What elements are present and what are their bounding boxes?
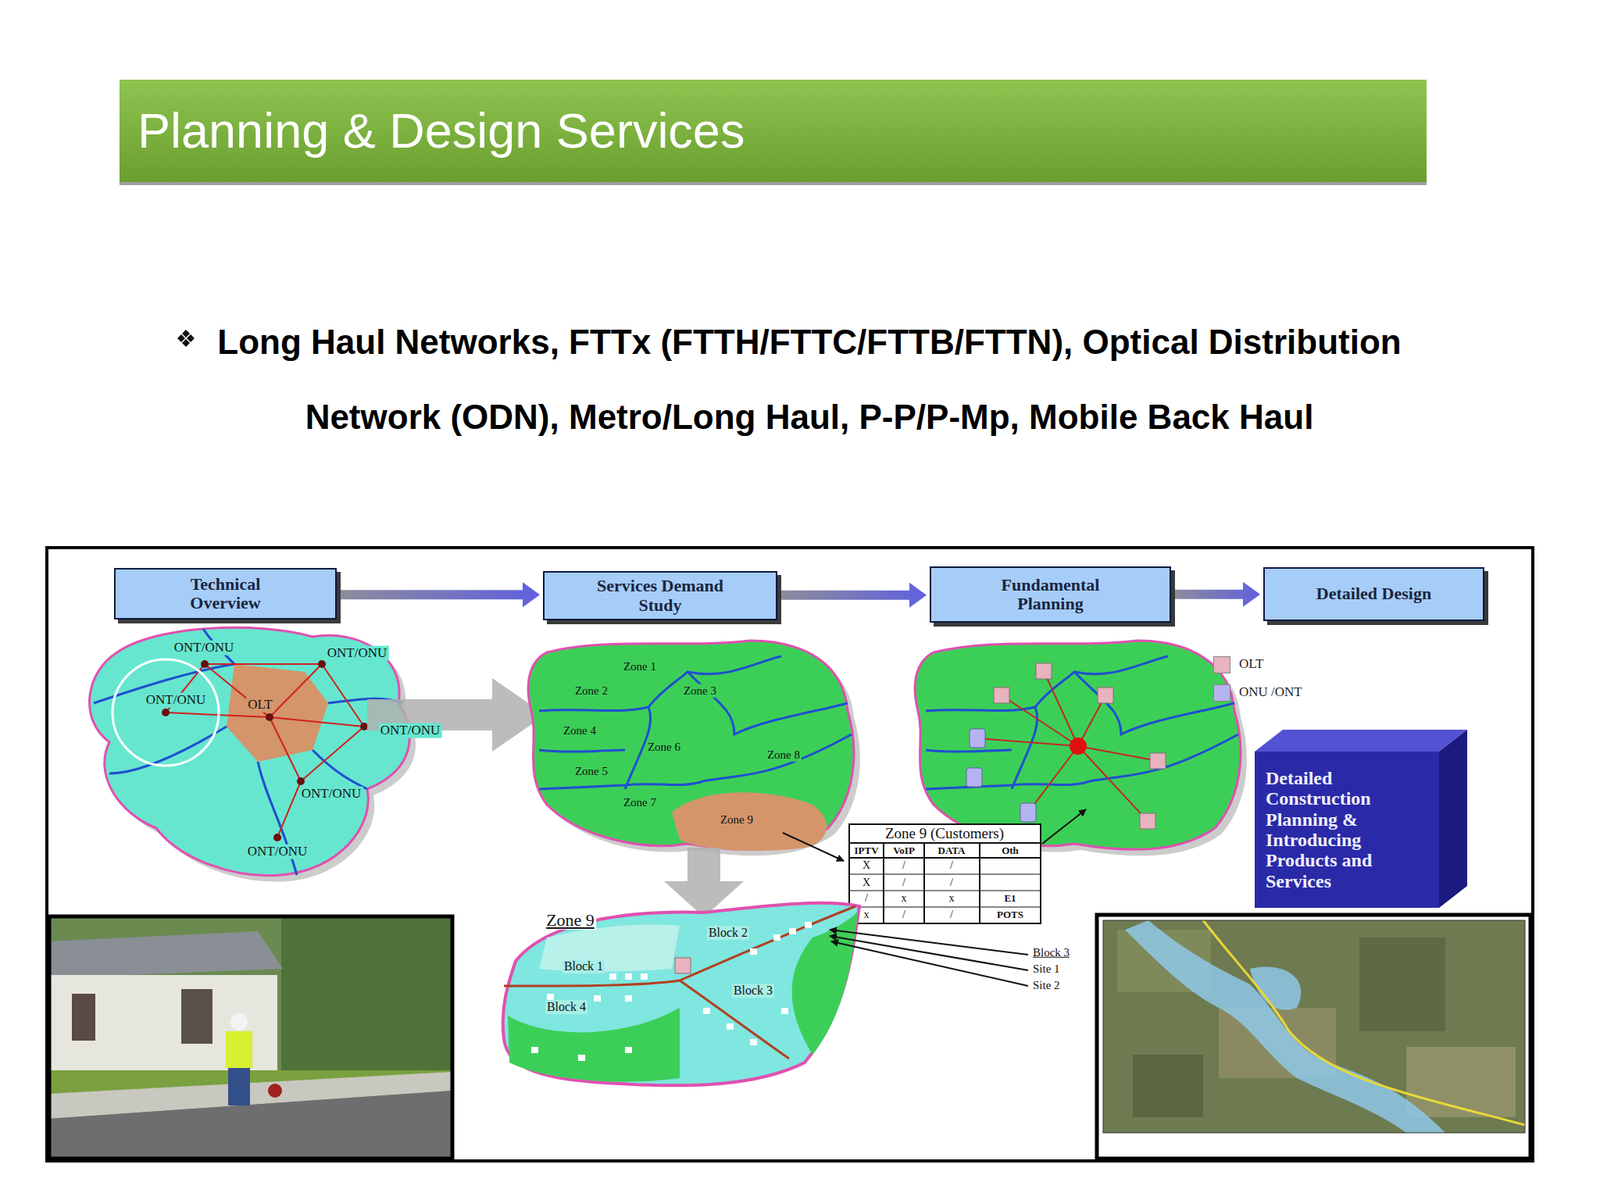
flow-connector <box>339 582 540 608</box>
map-label: X <box>862 859 871 872</box>
box-label: Detailed Design <box>1316 584 1432 604</box>
map-label: Zone 2 <box>573 684 610 698</box>
legend-label: ONU /ONT <box>1239 685 1303 700</box>
map-label: Block 3 <box>1032 946 1070 960</box>
flow-arrow <box>664 847 744 918</box>
map-label: E1 <box>1003 892 1016 904</box>
box-text-group: Fundamental Planning <box>984 575 1118 614</box>
box-label: Fundamental Planning <box>984 575 1118 614</box>
title-bar <box>119 79 1427 183</box>
map-label: / <box>864 892 868 904</box>
map-label: / <box>950 876 954 889</box>
map-label: Block 1 <box>562 959 605 974</box>
box-text-group: Services Demand Study <box>582 576 739 615</box>
box-text-group: Detailed Design <box>1316 584 1432 604</box>
map-label: Zone 7 <box>621 796 658 810</box>
title-bar-rule <box>119 182 1427 186</box>
map-label: ONT/ONU <box>325 646 390 661</box>
map-label: VoIP <box>892 845 915 857</box>
map-label: Zone 4 <box>561 724 598 738</box>
map-label: ONT/ONU <box>378 723 443 739</box>
map-label: Zone 6 <box>646 740 683 754</box>
legend-label: OLT <box>1239 657 1265 672</box>
flow-connector <box>1174 582 1261 608</box>
map-label: / <box>902 908 906 921</box>
site-leader <box>829 929 1029 986</box>
map-label: x <box>949 892 955 904</box>
survey-photo <box>49 916 453 1159</box>
map-label: DATA <box>938 845 966 857</box>
map-label: Zone 1 <box>621 660 658 674</box>
map-label: / <box>902 876 906 889</box>
map-label: / <box>950 908 954 921</box>
map-label: / <box>950 859 954 872</box>
map-label: x <box>901 892 908 904</box>
box-label: Services Demand Study <box>582 576 739 615</box>
flow-connector <box>780 582 927 608</box>
legend-swatch <box>1213 684 1231 702</box>
map-label: OLT <box>246 697 275 713</box>
zone-map <box>528 640 861 856</box>
map-label: x <box>864 908 870 921</box>
leader-arrow <box>782 832 844 861</box>
map-label: Zone 3 <box>682 684 718 698</box>
zone-detail-map <box>503 903 860 1086</box>
cube-shape <box>1254 729 1468 908</box>
map-label: ONT/ONU <box>300 786 364 802</box>
leader-arrow <box>1042 809 1086 844</box>
map-label: POTS <box>996 909 1024 921</box>
step-box: Fundamental Planning <box>929 566 1172 623</box>
step-box: Technical Overview <box>114 567 337 620</box>
map-label: ONT/ONU <box>144 692 208 708</box>
map-label: Block 3 <box>732 983 775 998</box>
customer-table <box>849 824 1041 924</box>
map-label: Zone 8 <box>765 748 802 762</box>
map-label: Zone 5 <box>573 764 610 779</box>
legend-swatch <box>1213 656 1231 674</box>
step-box: Services Demand Study <box>542 571 778 621</box>
map-label: Block 4 <box>545 1000 588 1015</box>
bullet-text: Long Haul Networks, FTTx (FTTH/FTTC/FTTB… <box>200 304 1419 455</box>
map-label: ONT/ONU <box>172 640 236 656</box>
bullet-symbol <box>177 329 195 347</box>
map-label: Zone 9 <box>544 910 597 930</box>
diagram-frame <box>46 547 1533 1161</box>
box-text-group: Detailed Construction Planning & Introdu… <box>1265 767 1429 892</box>
step-box: Detailed Design <box>1263 567 1485 622</box>
cube-box: Detailed Construction Planning & Introdu… <box>1254 751 1440 908</box>
map-label: Site 1 <box>1032 962 1061 976</box>
map-label: X <box>862 876 871 889</box>
flow-arrow <box>367 678 546 752</box>
map-label: Zone 9 (Customers) <box>885 825 1004 843</box>
network-map <box>89 627 417 882</box>
map-label: / <box>902 859 906 872</box>
box-label: Technical Overview <box>167 575 285 613</box>
map-label: IPTV <box>853 845 879 857</box>
aerial-photo <box>1096 914 1531 1159</box>
map-label: Oth <box>1001 845 1019 857</box>
box-label: Detailed Construction Planning & Introdu… <box>1265 767 1429 892</box>
map-label: Block 2 <box>707 925 750 940</box>
box-text-group: Technical Overview <box>167 575 285 613</box>
map-label: Site 2 <box>1032 978 1061 993</box>
slide-title: Planning & Design Services <box>137 101 745 161</box>
map-label: Zone 9 <box>718 813 755 827</box>
map-label: ONT/ONU <box>246 844 310 860</box>
